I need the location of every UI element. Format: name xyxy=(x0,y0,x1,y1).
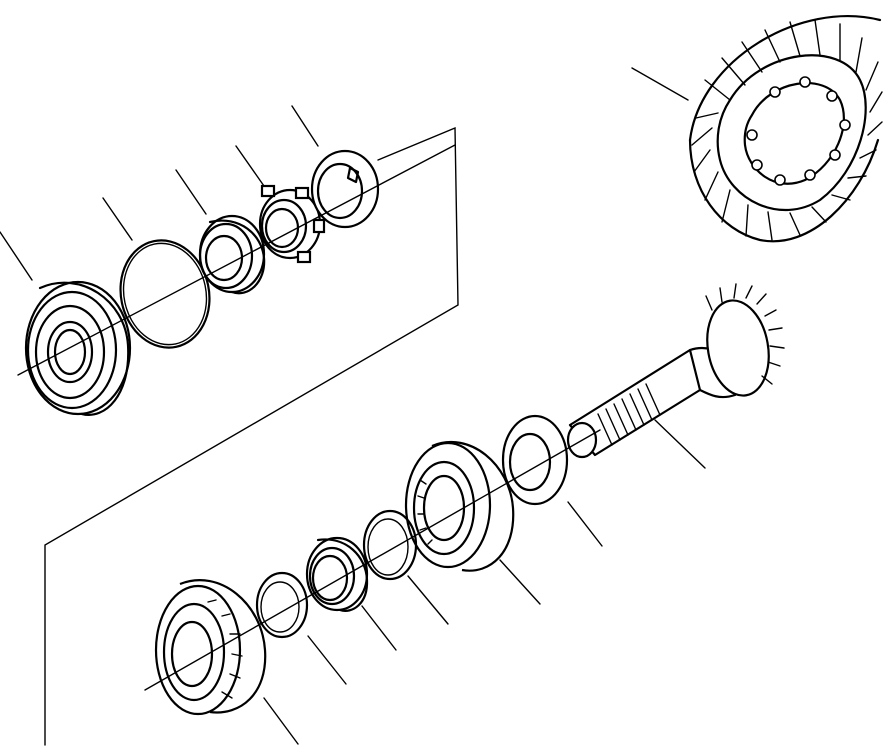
bearing-cup-upper xyxy=(175,169,266,295)
lock-washer xyxy=(291,105,380,229)
pinion-shaft xyxy=(566,283,785,469)
ring-gear xyxy=(631,15,883,243)
assembly-group-frame xyxy=(44,126,459,746)
bearing-cup-lower xyxy=(305,536,397,651)
thrust-washer xyxy=(501,414,603,547)
lock-nut xyxy=(235,145,326,264)
bearing-cage xyxy=(0,231,132,416)
snap-ring xyxy=(362,509,449,625)
o-ring xyxy=(102,197,211,349)
axis-line xyxy=(17,144,601,691)
tapered-roller-bearing-large xyxy=(404,440,541,605)
tapered-roller-bearing-small xyxy=(154,579,299,745)
shim xyxy=(255,571,347,685)
